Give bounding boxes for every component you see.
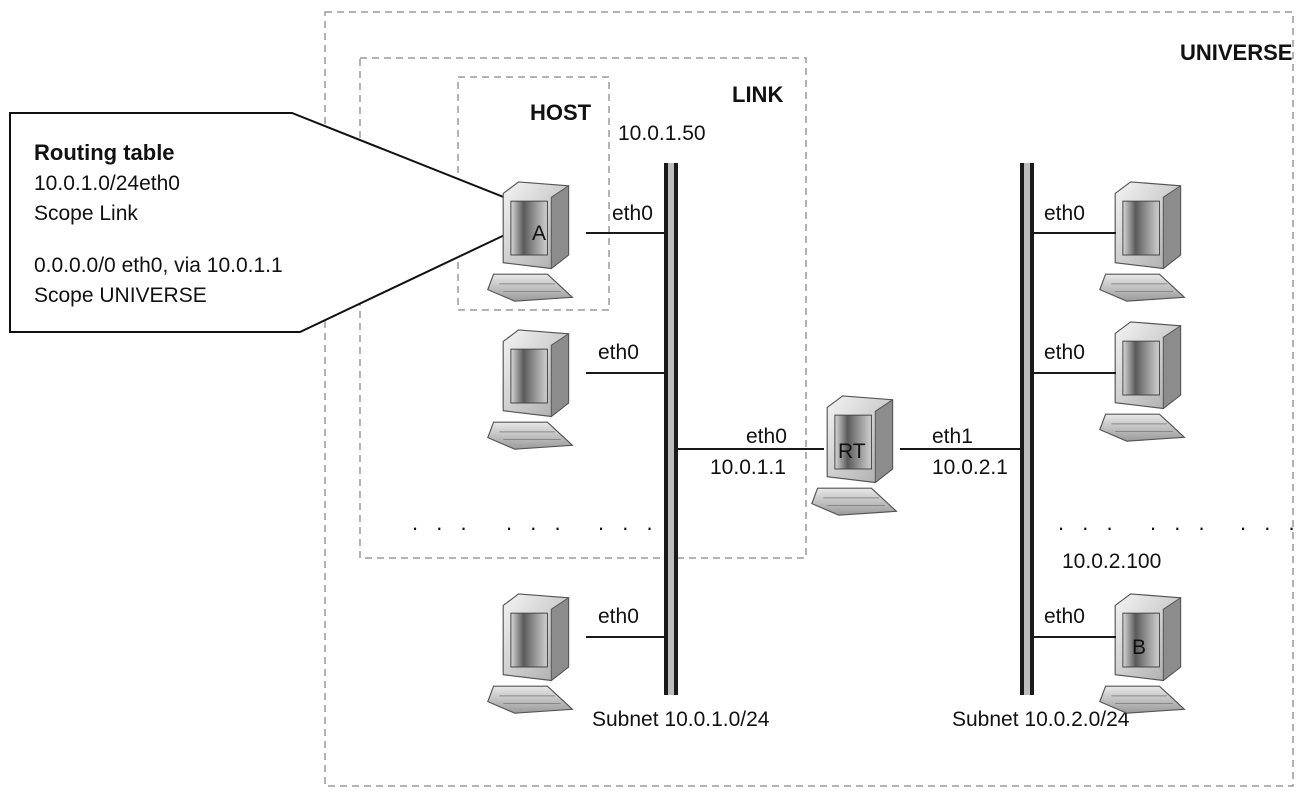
right-host-2-iface: eth0 — [1044, 341, 1085, 364]
host-b-ip: 10.0.2.100 — [1062, 550, 1161, 573]
router-eth1-ip: 10.0.2.1 — [932, 456, 1008, 479]
left-host-3-iface: eth0 — [598, 605, 639, 628]
routing-entry-1-route: 10.0.1.0/24eth0 — [34, 172, 180, 195]
host-a-label: A — [532, 222, 546, 245]
right-host-1-iface: eth0 — [1044, 202, 1085, 225]
right-host-1-computer — [1099, 181, 1186, 302]
host-b-label: B — [1132, 636, 1146, 659]
host-label: HOST — [530, 100, 592, 125]
left-host-2-iface: eth0 — [598, 341, 639, 364]
ellipsis-right-2: . . . — [1150, 510, 1211, 535]
ellipsis-right-3: . . . — [1240, 510, 1300, 535]
ellipsis-left-3: . . . — [598, 510, 659, 535]
router-computer: RT — [811, 395, 898, 516]
universe-scope-box — [324, 11, 1294, 787]
left-host-2-computer — [487, 329, 574, 450]
left-subnet-label: Subnet 10.0.1.0/24 — [592, 708, 770, 731]
ellipsis-left-2: . . . — [506, 510, 567, 535]
left-host-3-computer — [487, 593, 574, 714]
router-eth1-label: eth1 — [932, 425, 973, 448]
host-b-iface: eth0 — [1044, 605, 1085, 628]
left-subnet-bus — [664, 163, 678, 695]
router-eth0-label: eth0 — [746, 425, 787, 448]
link-scope-box — [359, 57, 807, 559]
right-host-2-computer — [1099, 321, 1186, 442]
host-a-iface: eth0 — [612, 202, 653, 225]
universe-label: UNIVERSE — [1180, 40, 1292, 65]
routing-entry-1-scope: Scope Link — [34, 202, 138, 225]
host-b-computer: B — [1099, 593, 1186, 714]
link-label: LINK — [732, 82, 783, 107]
left-bus-top-ip: 10.0.1.50 — [618, 122, 706, 145]
host-a-computer: A — [487, 181, 574, 302]
routing-table-title: Routing table — [34, 140, 175, 165]
routing-entry-2-route: 0.0.0.0/0 eth0, via 10.0.1.1 — [34, 254, 283, 277]
ellipsis-right-1: . . . — [1058, 510, 1119, 535]
router-eth0-ip: 10.0.1.1 — [710, 456, 786, 479]
right-subnet-label: Subnet 10.0.2.0/24 — [952, 708, 1130, 731]
routing-entry-2-scope: Scope UNIVERSE — [34, 284, 207, 307]
ellipsis-left-1: . . . — [412, 510, 473, 535]
right-subnet-bus — [1020, 163, 1034, 695]
router-label: RT — [838, 440, 866, 463]
